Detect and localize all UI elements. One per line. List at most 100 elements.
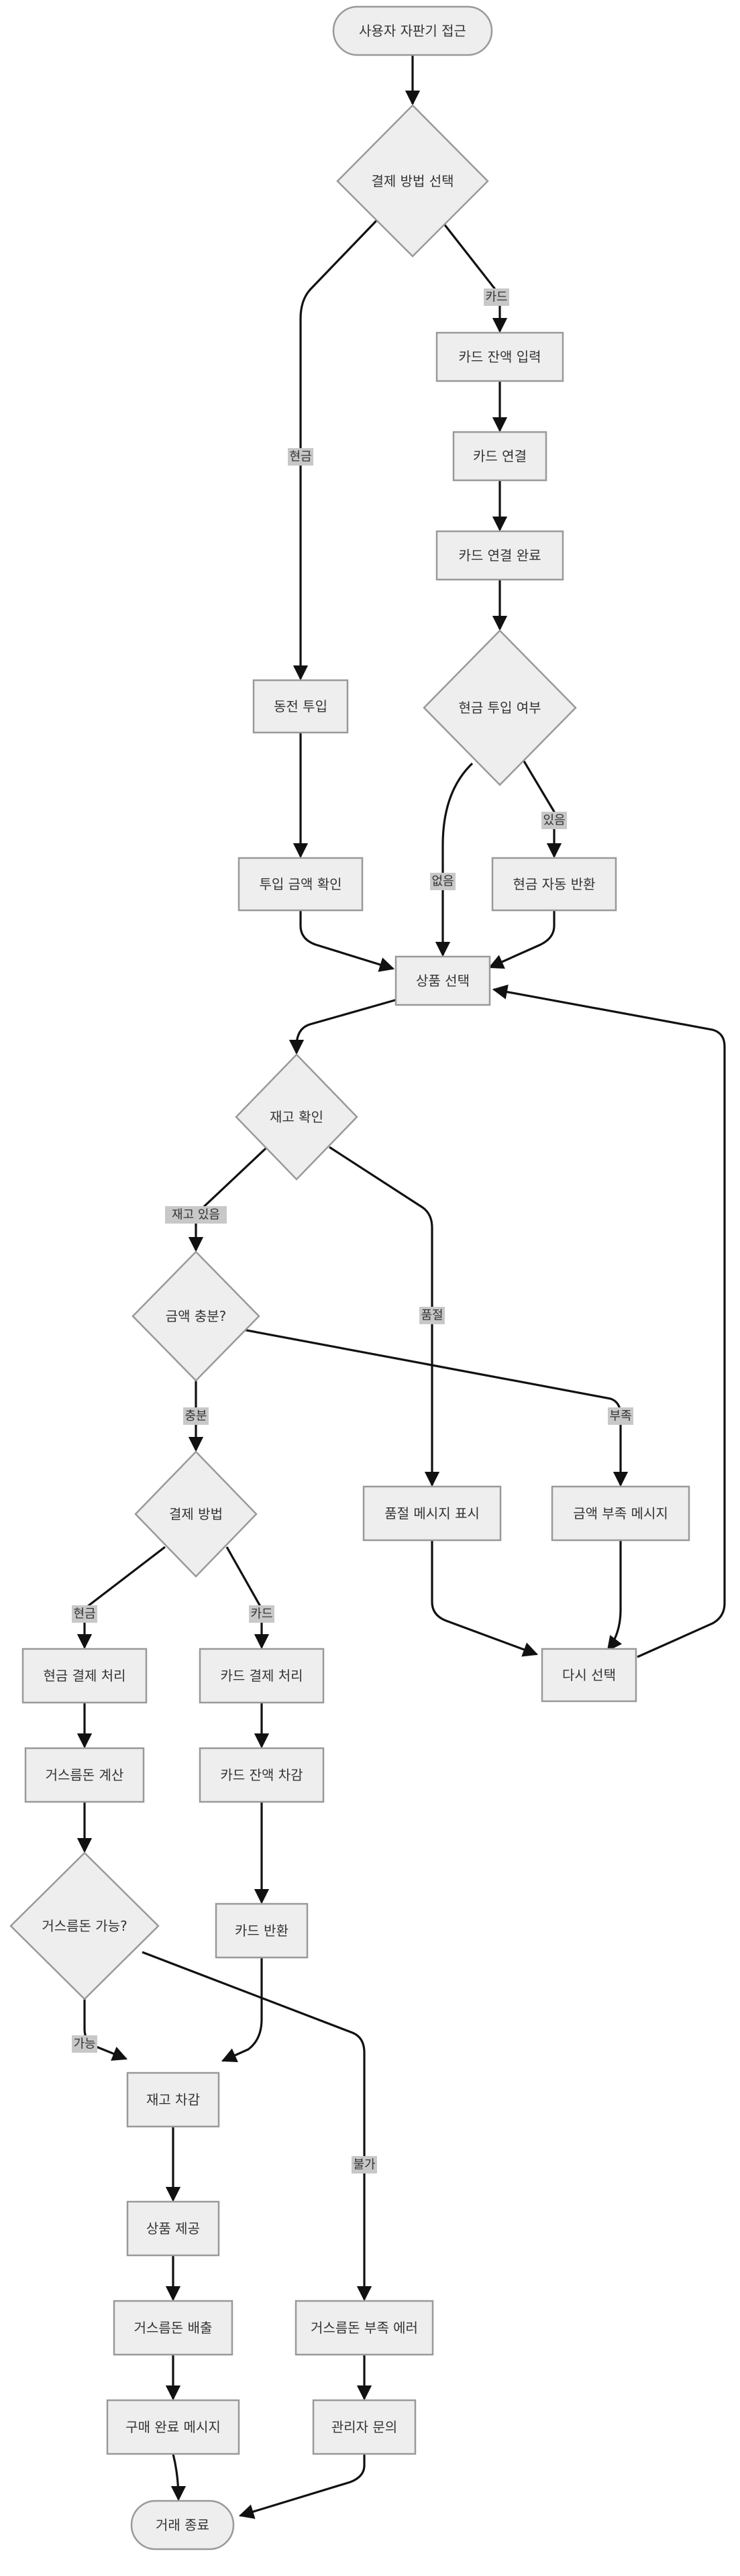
node-label: 현금 결제 처리 [43,1668,125,1684]
node-purchase-complete-msg: 구매 완료 메시지 [106,2399,240,2455]
edge-change-possible-to-shortage-error [142,1951,372,2302]
node-card-connect: 카드 연결 [452,431,547,482]
edge-admin-to-end [238,2454,366,2519]
edge-label-text: 카드 [485,290,507,305]
node-label: 현금 투입 여부 [458,700,541,716]
edge-label-text: 불가 [353,2158,375,2172]
edge-label-text: 재고 있음 [172,1208,220,1222]
node-provide-product: 상품 제공 [126,2200,220,2257]
edge-cash-q-to-cash-auto-return [522,759,562,859]
node-calc-change: 거스름돈 계산 [24,1747,145,1803]
node-cash-pay: 현금 결제 처리 [21,1648,148,1704]
node-check-amount: 투입 금액 확인 [237,857,364,912]
node-change-possible: 거스름돈 가능? [9,1851,160,2000]
node-card-balance-input: 카드 잔액 입력 [435,331,564,382]
node-cash-auto-return: 현금 자동 반환 [491,857,617,912]
edge-check-amount-to-select-product [299,911,395,972]
edge-insufficient-to-reselect [606,1540,623,1652]
edge-label-short: 부족 [608,1407,633,1425]
node-sold-out-msg: 품절 메시지 표시 [362,1485,502,1542]
node-label: 금액 부족 메시지 [573,1505,668,1521]
nodes: 사용자 자판기 접근 결제 방법 선택 카드 잔액 입력 카드 연결 카드 연결… [9,5,690,2551]
edge-label-text: 부족 [609,1409,631,1424]
node-start: 사용자 자판기 접근 [332,5,493,56]
node-label: 카드 결제 처리 [220,1668,303,1684]
node-label: 재고 차감 [146,2092,200,2108]
node-change-shortage-error: 거스름돈 부족 에러 [295,2300,434,2356]
node-card-deduct: 카드 잔액 차감 [199,1747,325,1803]
edge-stock-check-to-enough-money [188,1147,267,1252]
edge-cash-q-to-select-product [435,762,474,957]
node-label: 상품 선택 [416,973,470,989]
node-admin-contact: 관리자 문의 [312,2399,417,2455]
edge-label-text: 현금 [289,450,311,464]
node-label: 품절 메시지 표시 [384,1505,480,1521]
node-label: 사용자 자판기 접근 [359,23,466,39]
edge-label-possible: 가능 [72,2035,97,2053]
edge-label-text: 충분 [184,1409,207,1424]
edge-label-pay-card: 카드 [249,1605,274,1623]
node-label: 카드 잔액 차감 [220,1767,303,1783]
node-label: 투입 금액 확인 [259,876,341,892]
edge-payment-method-to-card-pay [225,1546,270,1650]
edge-label-pay-cash: 현금 [72,1605,97,1623]
node-insufficient-msg: 금액 부족 메시지 [551,1485,690,1542]
edge-pay-method-to-card-balance [443,223,508,333]
node-label: 다시 선택 [562,1667,616,1683]
edge-pay-method-to-coin-insert [293,219,378,681]
edge-sold-out-to-reselect [431,1540,539,1657]
node-label: 카드 반환 [235,1923,288,1939]
node-select-product: 상품 선택 [394,955,491,1006]
edge-label-sold-out: 품절 [419,1307,445,1324]
node-label: 거스름돈 계산 [46,1767,124,1783]
node-pay-method: 결제 방법 선택 [336,104,489,258]
edge-label-text: 가능 [73,2037,95,2051]
edge-select-product-to-stock-check [288,998,398,1055]
edge-label-text: 있음 [543,814,565,828]
edge-card-return-to-stock-decrease [221,1957,263,2062]
edge-payment-method-to-cash-pay [76,1546,166,1650]
node-label: 거스름돈 배출 [134,2320,213,2336]
node-label: 카드 연결 [473,448,527,464]
node-card-connected: 카드 연결 완료 [435,530,564,581]
edge-reselect-to-select-product [492,984,726,1658]
node-stock-decrease: 재고 차감 [126,2072,220,2128]
edge-label-text: 없음 [431,875,454,889]
node-label: 거스름돈 부족 에러 [311,2320,418,2336]
node-label: 거래 종료 [156,2517,209,2533]
edge-purchase-complete-to-end [170,2453,187,2502]
edge-label-impossible: 불가 [352,2156,377,2174]
node-label: 카드 잔액 입력 [458,349,541,365]
edge-label-text: 현금 [73,1607,95,1621]
edge-label-in-stock: 재고 있음 [165,1206,227,1224]
edge-label-no-inserted: 없음 [430,873,456,890]
node-label: 결제 방법 선택 [371,173,454,189]
node-dispense-change: 거스름돈 배출 [113,2300,233,2356]
node-label: 구매 완료 메시지 [125,2419,221,2435]
edge-label-cash: 현금 [288,448,313,466]
edge-label-text: 카드 [250,1607,272,1621]
node-card-pay: 카드 결제 처리 [199,1648,325,1704]
edge-stock-check-to-sold-out [329,1146,440,1487]
node-coin-insert: 동전 투입 [252,679,349,734]
node-reselect: 다시 선택 [541,1648,637,1703]
node-end: 거래 종료 [130,2500,235,2551]
node-label: 관리자 문의 [331,2419,397,2435]
node-label: 카드 연결 완료 [458,547,541,564]
node-enough-money: 금액 충분? [131,1250,260,1382]
node-payment-method: 결제 방법 [134,1450,258,1578]
node-cash-inserted-question: 현금 투입 여부 [423,629,577,786]
edge-cash-return-to-select-product [488,911,556,969]
edge-label-yes-inserted: 있음 [541,812,567,829]
node-label: 상품 제공 [146,2220,200,2237]
node-label: 현금 자동 반환 [513,876,595,892]
node-stock-check: 재고 확인 [235,1053,358,1181]
node-label: 재고 확인 [270,1109,323,1125]
node-label: 동전 투입 [274,698,327,714]
node-card-return: 카드 반환 [215,1902,309,1959]
edge-labels: 카드 현금 있음 없음 재고 있음 품절 충분 부족 [72,288,633,2174]
edge-label-text: 품절 [421,1309,443,1323]
node-label: 결제 방법 [169,1506,223,1522]
node-label: 거스름돈 가능? [42,1918,127,1934]
